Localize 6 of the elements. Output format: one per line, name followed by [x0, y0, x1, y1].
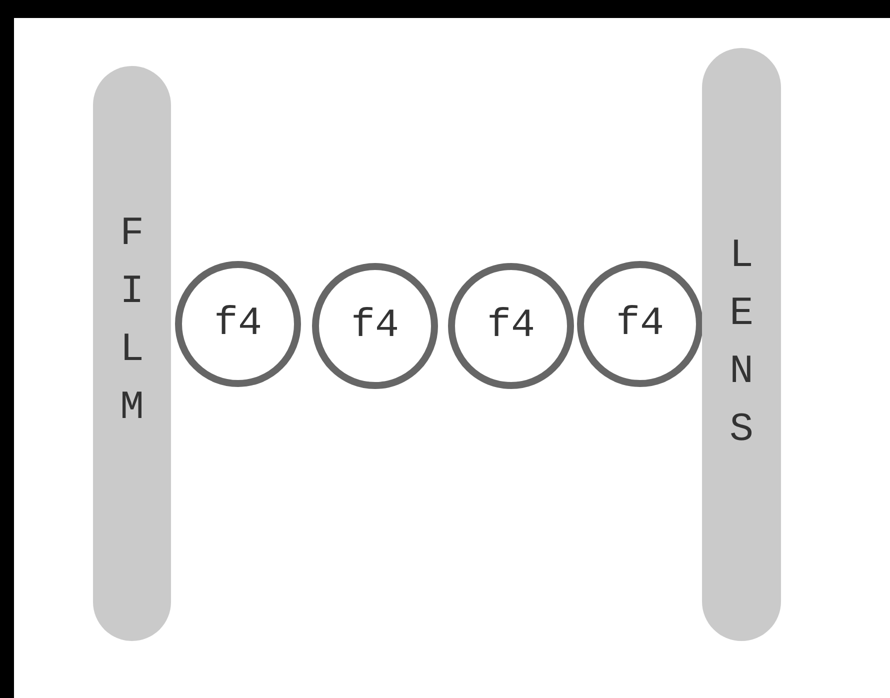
vertical-label: LENS: [730, 233, 754, 455]
vertical-label: FILM: [120, 211, 144, 433]
f-stop-ring: f4: [448, 263, 574, 389]
f-stop-ring: f4: [577, 261, 703, 387]
f-stop-ring: f4: [312, 263, 438, 389]
f-stop-ring: f4: [175, 261, 301, 387]
